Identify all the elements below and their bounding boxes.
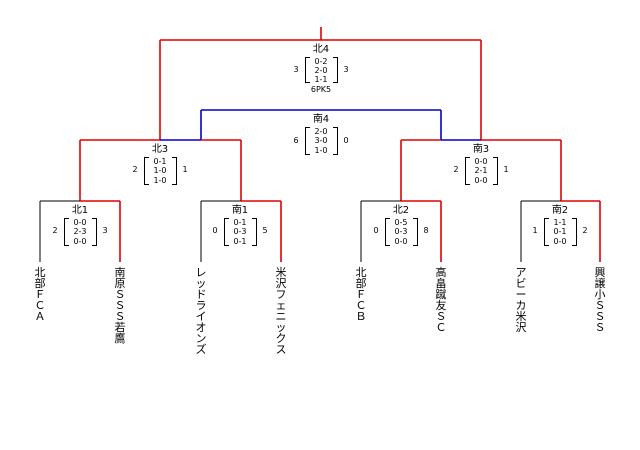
team-name: アビーカ米沢: [515, 266, 527, 334]
match-minami4: 南4 6 2-0 3-0 1-0 0: [289, 115, 353, 159]
score-left: 3: [293, 65, 299, 74]
match-hoku2: 北2 0 0-5 0-3 0-0 8: [369, 206, 433, 250]
pk-score: 6PK5: [310, 85, 332, 94]
half-1: 0-1: [153, 157, 167, 166]
match-title: 南1: [231, 205, 249, 216]
bracket-left: [144, 157, 149, 185]
score-right: 0: [343, 136, 349, 145]
team-name: 高畠蹴友ＳＣ: [435, 266, 447, 334]
half-3: 0-1: [233, 237, 247, 246]
score-left: 6: [293, 136, 299, 145]
score-right: 8: [423, 226, 429, 235]
half-3: 1-0: [314, 146, 328, 155]
half-3: 1-0: [153, 176, 167, 185]
bracket-right: [252, 218, 257, 246]
score-right: 2: [582, 226, 588, 235]
bracket-left: [305, 127, 310, 155]
bracket-right: [493, 157, 498, 185]
half-1: 0-0: [474, 157, 488, 166]
match-hoku4: 北4 3 0-2 2-0 1-1 3 6PK5: [289, 45, 353, 97]
bracket-left: [64, 218, 69, 246]
match-title: 南4: [312, 114, 330, 125]
match-minami3: 南3 2 0-0 2-1 0-0 1: [449, 145, 513, 189]
half-3: 1-1: [314, 75, 328, 84]
score-left: 2: [52, 226, 58, 235]
team-name: 北部ＦＣ Ａ: [34, 266, 57, 323]
half-2: 0-1: [553, 227, 567, 236]
half-2: 1-0: [153, 166, 167, 175]
team-name: 北部ＦＣ Ｂ: [355, 266, 378, 323]
team-name: レッドライオンズ: [195, 266, 207, 356]
half-2: 2-3: [73, 227, 87, 236]
half-1: 0-2: [314, 57, 328, 66]
half-3: 0-0: [394, 237, 408, 246]
team-name: 米沢フェニックス: [275, 266, 287, 356]
score-left: 0: [212, 226, 218, 235]
score-left: 2: [132, 165, 138, 174]
half-1: 0-0: [73, 218, 87, 227]
bracket-right: [413, 218, 418, 246]
half-3: 0-0: [474, 176, 488, 185]
bracket-left: [224, 218, 229, 246]
half-2: 2-1: [474, 166, 488, 175]
bracket-left: [385, 218, 390, 246]
match-title: 北2: [392, 205, 410, 216]
score-right: 1: [503, 165, 509, 174]
score-right: 5: [262, 226, 268, 235]
half-1: 0-5: [394, 218, 408, 227]
half-2: 0-3: [233, 227, 247, 236]
half-1: 0-1: [233, 218, 247, 227]
score-right: 3: [102, 226, 108, 235]
bracket-right: [172, 157, 177, 185]
match-title: 北1: [71, 205, 89, 216]
match-minami1: 南1 0 0-1 0-3 0-1 5: [208, 206, 272, 250]
half-3: 0-0: [73, 237, 87, 246]
half-2: 3-0: [314, 136, 328, 145]
half-2: 0-3: [394, 227, 408, 236]
score-left: 2: [453, 165, 459, 174]
match-title: 南2: [551, 205, 569, 216]
score-right: 3: [343, 65, 349, 74]
score-left: 1: [532, 226, 538, 235]
half-2: 2-0: [314, 66, 328, 75]
match-title: 北3: [151, 144, 169, 155]
half-3: 0-0: [553, 237, 567, 246]
match-title: 南3: [472, 144, 490, 155]
team-name: 南原ＳＳＳ若鷹: [114, 266, 126, 345]
match-minami2: 南2 1 1-1 0-1 0-0 2: [528, 206, 592, 250]
bracket-left: [305, 57, 310, 83]
bracket-right: [333, 57, 338, 83]
match-title: 北4: [312, 44, 330, 55]
half-1: 1-1: [553, 218, 567, 227]
half-1: 2-0: [314, 127, 328, 136]
score-left: 0: [373, 226, 379, 235]
bracket-left: [544, 218, 549, 246]
team-name: 興譲小ＳＳＳ: [594, 266, 606, 334]
bracket-right: [333, 127, 338, 155]
match-hoku1: 北1 2 0-0 2-3 0-0 3: [48, 206, 112, 250]
bracket-left: [465, 157, 470, 185]
bracket-right: [572, 218, 577, 246]
bracket-right: [92, 218, 97, 246]
score-right: 1: [182, 165, 188, 174]
match-hoku3: 北3 2 0-1 1-0 1-0 1: [128, 145, 192, 189]
